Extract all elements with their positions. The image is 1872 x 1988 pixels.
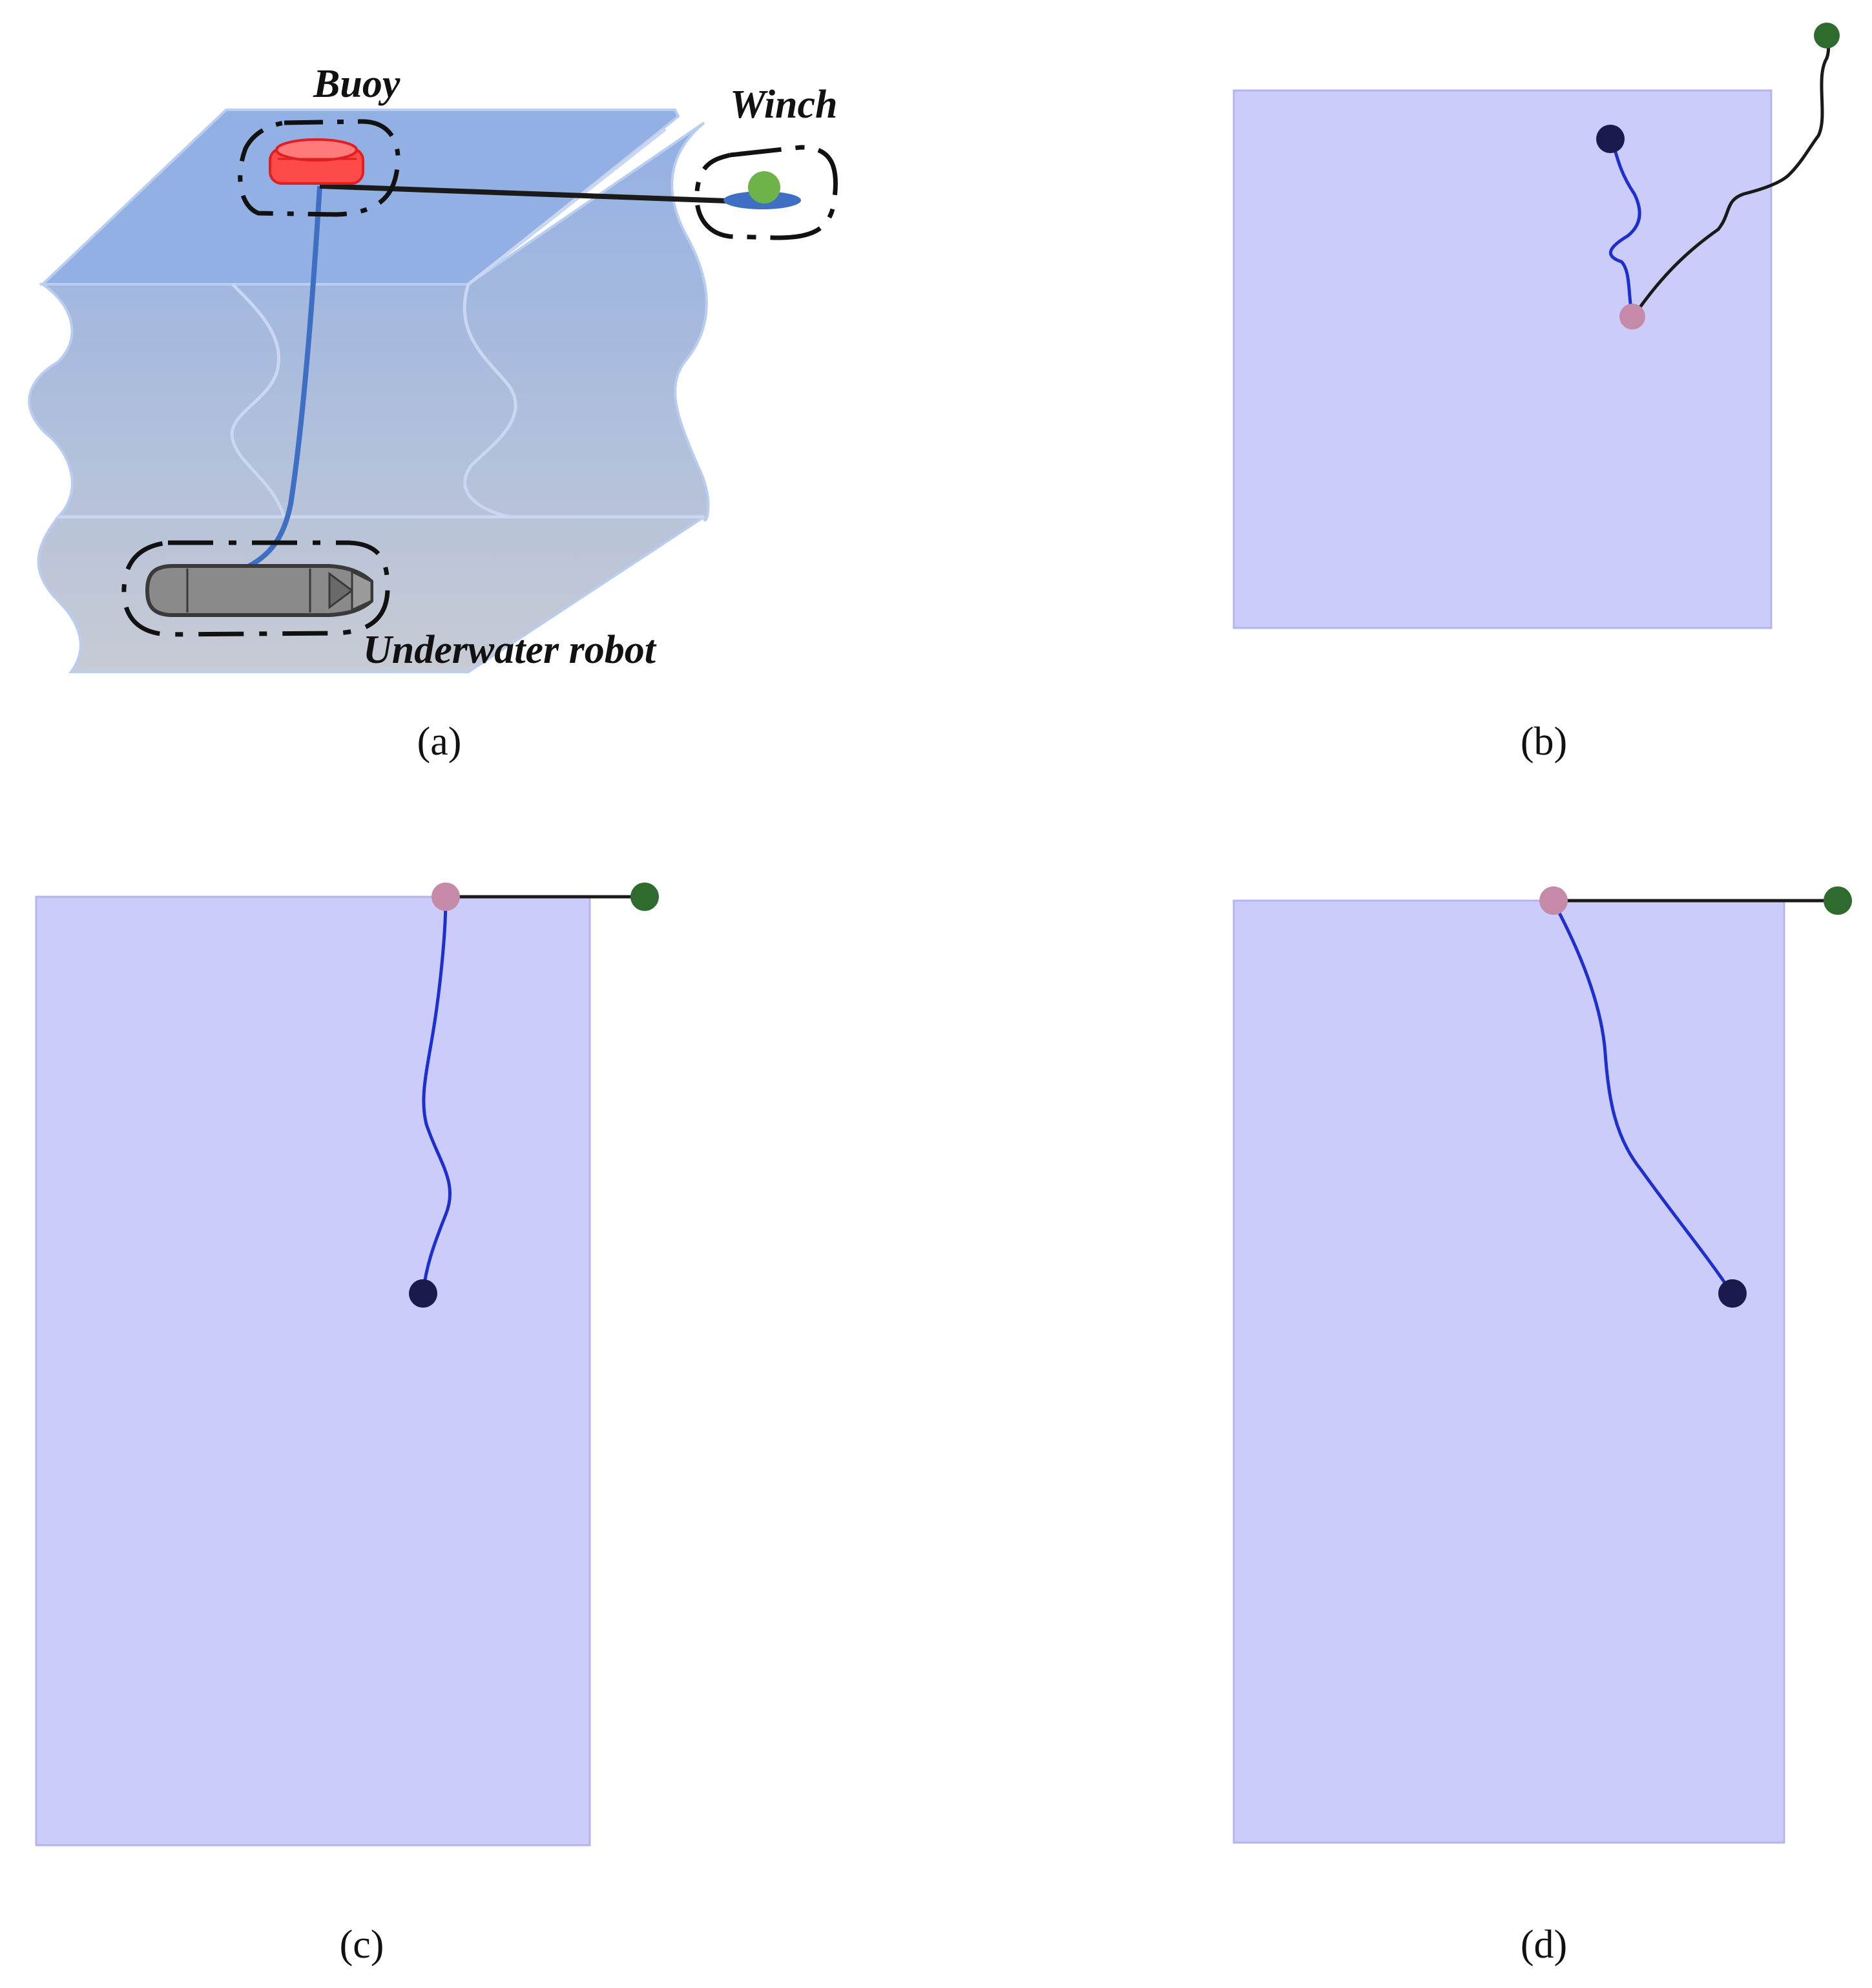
panel-c: (c) xyxy=(35,883,659,1967)
panel-a: Buoy Winch Underwater robot (a) xyxy=(28,62,838,764)
panel-d: (d) xyxy=(1232,886,1852,1967)
winch-icon xyxy=(723,171,801,209)
underwater-robot-icon xyxy=(145,564,373,617)
water-grid-line xyxy=(230,283,286,518)
caption-d: (d) xyxy=(1521,1923,1567,1967)
buoy-marker xyxy=(432,883,460,911)
winch-marker xyxy=(1814,23,1840,48)
robot-tether xyxy=(1608,138,1641,316)
robot-marker xyxy=(1718,1279,1747,1308)
water-region xyxy=(1232,899,1785,1844)
robot-marker xyxy=(409,1279,437,1308)
caption-b: (b) xyxy=(1521,720,1567,764)
winch-cable xyxy=(1632,34,1831,317)
water-region xyxy=(35,895,591,1847)
robot-marker xyxy=(1596,125,1625,153)
water-front-face xyxy=(28,121,710,673)
robot-tether xyxy=(1552,901,1733,1293)
water-grid-line xyxy=(463,284,517,519)
winch-label: Winch xyxy=(730,83,838,127)
buoy-icon xyxy=(269,138,364,185)
winch-marker xyxy=(1824,886,1852,915)
water-volume xyxy=(28,109,710,673)
water-grid-line xyxy=(467,128,667,286)
winch-frame xyxy=(694,145,838,240)
water-region xyxy=(1232,89,1773,629)
caption-c: (c) xyxy=(340,1923,384,1967)
buoy-label: Buoy xyxy=(313,62,400,106)
robot-tether xyxy=(243,185,322,571)
robot-label: Underwater robot xyxy=(363,628,657,672)
winch-marker xyxy=(630,883,659,911)
panel-b: (b) xyxy=(1232,23,1840,764)
buoy-marker xyxy=(1619,304,1645,330)
buoy-marker xyxy=(1539,886,1568,915)
caption-a: (a) xyxy=(417,720,462,764)
robot-tether xyxy=(421,897,452,1293)
buoy-frame xyxy=(238,119,400,217)
